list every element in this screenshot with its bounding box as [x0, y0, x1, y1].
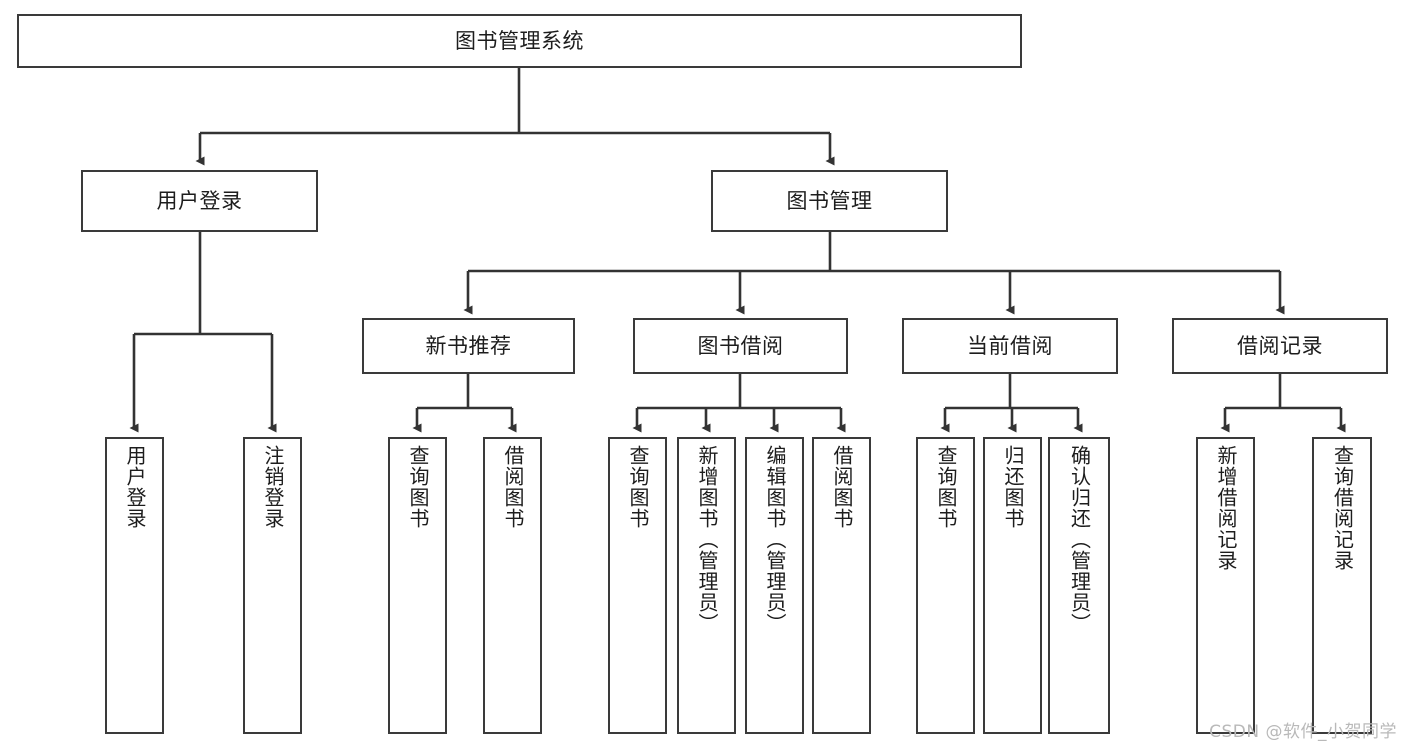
node-book-manage[interactable]: 图书管理 — [711, 170, 948, 232]
node-leaf-borrow-book-1[interactable]: 借阅图书 — [483, 437, 542, 734]
node-borrow-record-label: 借阅记录 — [1237, 333, 1323, 358]
node-leaf-user-login[interactable]: 用户登录 — [105, 437, 164, 734]
node-borrow-record[interactable]: 借阅记录 — [1172, 318, 1388, 374]
node-new-book-recommend-label: 新书推荐 — [425, 333, 512, 358]
node-leaf-return-book[interactable]: 归还图书 — [983, 437, 1042, 734]
node-root-label: 图书管理系统 — [455, 28, 584, 53]
node-leaf-user-logout-label: 注销登录 — [261, 445, 285, 529]
node-current-borrow-label: 当前借阅 — [967, 333, 1053, 358]
node-user-login-label: 用户登录 — [156, 188, 243, 213]
node-leaf-add-record-label: 新增借阅记录 — [1214, 445, 1238, 571]
node-leaf-user-logout[interactable]: 注销登录 — [243, 437, 302, 734]
node-leaf-query-book-3-label: 查询图书 — [934, 445, 958, 529]
node-leaf-query-record-label: 查询借阅记录 — [1330, 445, 1355, 571]
node-book-borrow-label: 图书借阅 — [697, 333, 784, 358]
node-book-manage-label: 图书管理 — [786, 188, 873, 213]
node-leaf-query-book-2[interactable]: 查询图书 — [608, 437, 667, 734]
node-leaf-user-login-label: 用户登录 — [123, 445, 147, 529]
node-leaf-query-book-3[interactable]: 查询图书 — [916, 437, 975, 734]
node-leaf-edit-book-label: 编辑图书（管理员） — [763, 445, 787, 634]
node-new-book-recommend[interactable]: 新书推荐 — [362, 318, 575, 374]
node-leaf-confirm-return[interactable]: 确认归还（管理员） — [1048, 437, 1110, 734]
node-leaf-borrow-book-2[interactable]: 借阅图书 — [812, 437, 871, 734]
node-leaf-query-record[interactable]: 查询借阅记录 — [1312, 437, 1372, 734]
node-current-borrow[interactable]: 当前借阅 — [902, 318, 1118, 374]
node-leaf-return-book-label: 归还图书 — [1001, 445, 1025, 529]
node-leaf-borrow-book-2-label: 借阅图书 — [830, 445, 854, 529]
node-leaf-query-book-2-label: 查询图书 — [626, 445, 650, 529]
node-leaf-add-book[interactable]: 新增图书（管理员） — [677, 437, 736, 734]
node-leaf-add-book-label: 新增图书（管理员） — [695, 445, 719, 634]
node-leaf-query-book-1-label: 查询图书 — [406, 445, 430, 529]
node-leaf-confirm-return-label: 确认归还（管理员） — [1067, 445, 1092, 634]
node-leaf-edit-book[interactable]: 编辑图书（管理员） — [745, 437, 804, 734]
node-leaf-borrow-book-1-label: 借阅图书 — [501, 445, 525, 529]
node-user-login[interactable]: 用户登录 — [81, 170, 318, 232]
node-leaf-query-book-1[interactable]: 查询图书 — [388, 437, 447, 734]
node-root[interactable]: 图书管理系统 — [17, 14, 1022, 68]
node-book-borrow[interactable]: 图书借阅 — [633, 318, 848, 374]
node-leaf-add-record[interactable]: 新增借阅记录 — [1196, 437, 1255, 734]
